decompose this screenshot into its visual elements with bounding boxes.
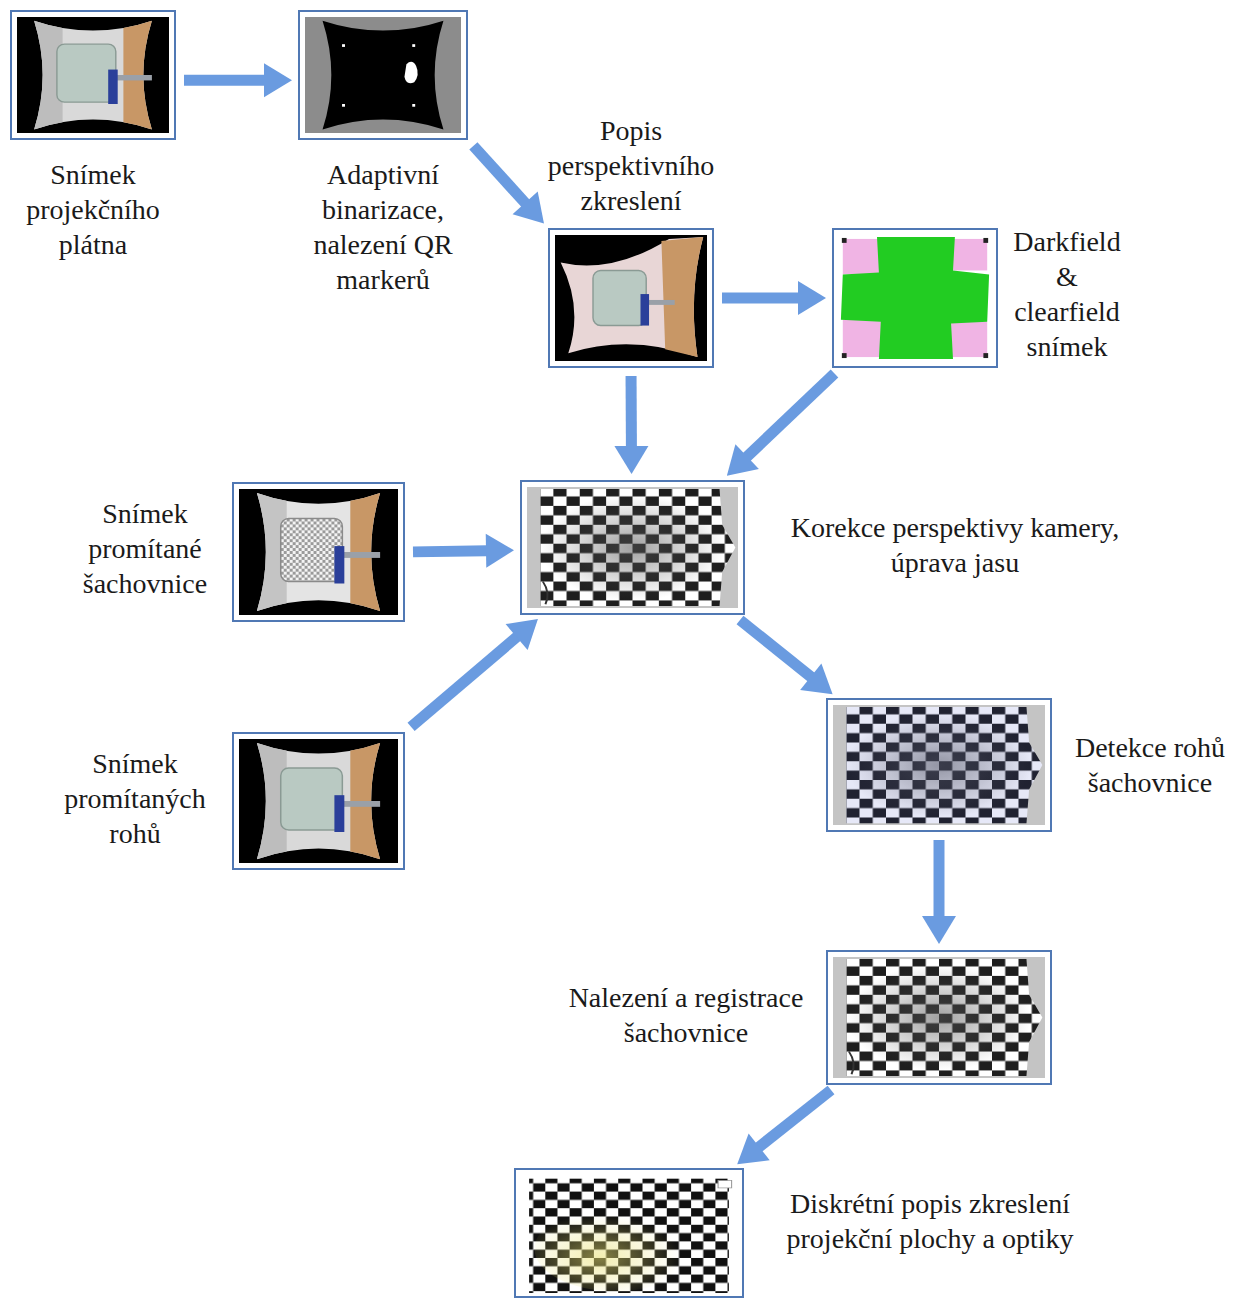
step-caption: Snímek promítaných rohů [55, 746, 215, 851]
image-box: Adaptivní binarizace, nalezení QR marker… [298, 10, 468, 140]
image-box: Korekce perspektivy kamery, úprava jasu [520, 480, 745, 615]
flow-arrow [737, 1090, 831, 1164]
image-box: Diskrétní popis zkreslení projekční ploc… [514, 1168, 744, 1298]
step-caption: Korekce perspektivy kamery, úprava jasu [755, 510, 1155, 580]
image-box: Darkfield & clearfield snímek [832, 228, 998, 368]
flow-arrow [473, 146, 544, 224]
binarized-image [305, 17, 461, 133]
arrow-shaft [746, 374, 834, 458]
perspective-image [555, 235, 707, 361]
distortion-map [521, 1175, 737, 1293]
image-box: Popis perspektivního zkreslení [548, 228, 714, 368]
arrow-shaft [722, 293, 799, 304]
corrected-chessboard [527, 487, 738, 608]
screen-photo [17, 17, 169, 133]
flow-arrow [740, 620, 833, 694]
step-caption: Adaptivní binarizace, nalezení QR marker… [308, 157, 458, 297]
flow-arrow [922, 840, 956, 944]
flow-arrow [727, 374, 835, 476]
field-image [839, 235, 991, 361]
arrow-shaft [184, 75, 265, 86]
flow-arrow [722, 281, 826, 315]
arrow-shaft [473, 146, 525, 204]
detected-corners [833, 705, 1045, 825]
arrow-head [922, 916, 956, 944]
flow-arrow [411, 619, 538, 727]
step-caption: Popis perspektivního zkreslení [521, 113, 741, 218]
flow-arrow [184, 63, 292, 97]
arrow-head [506, 619, 538, 650]
arrow-head [614, 446, 648, 474]
step-caption: Snímek projekčního plátna [8, 157, 178, 262]
arrow-head [513, 191, 544, 223]
arrow-shaft [758, 1090, 831, 1148]
flow-arrow [614, 376, 648, 474]
arrow-head [486, 534, 514, 568]
arrow-head [264, 63, 292, 97]
step-caption: Diskrétní popis zkreslení projekční ploc… [760, 1186, 1100, 1256]
arrow-shaft [413, 551, 487, 552]
arrow-head [798, 281, 826, 315]
arrow-shaft [411, 636, 517, 726]
arrow-shaft [934, 840, 945, 917]
image-box: Detekce rohů šachovnice [826, 698, 1052, 832]
step-caption: Nalezení a registrace šachovnice [556, 980, 816, 1050]
image-box: Snímek projekčního plátna [10, 10, 176, 140]
arrow-head [800, 663, 832, 694]
flow-arrow [413, 534, 514, 568]
image-box: Snímek promítané šachovnice [232, 482, 405, 622]
chessboard-photo [239, 489, 398, 615]
step-caption: Snímek promítané šachovnice [70, 496, 220, 601]
arrow-shaft [626, 376, 637, 447]
registered-chessboard [833, 957, 1045, 1078]
arrow-head [737, 1134, 770, 1165]
step-caption: Darkfield & clearfield snímek [1002, 224, 1132, 364]
arrow-shaft [740, 620, 812, 677]
step-caption: Detekce rohů šachovnice [1065, 730, 1235, 800]
corners-photo [239, 739, 398, 863]
arrow-head [727, 444, 759, 476]
image-box: Nalezení a registrace šachovnice [826, 950, 1052, 1085]
image-box: Snímek promítaných rohů [232, 732, 405, 870]
